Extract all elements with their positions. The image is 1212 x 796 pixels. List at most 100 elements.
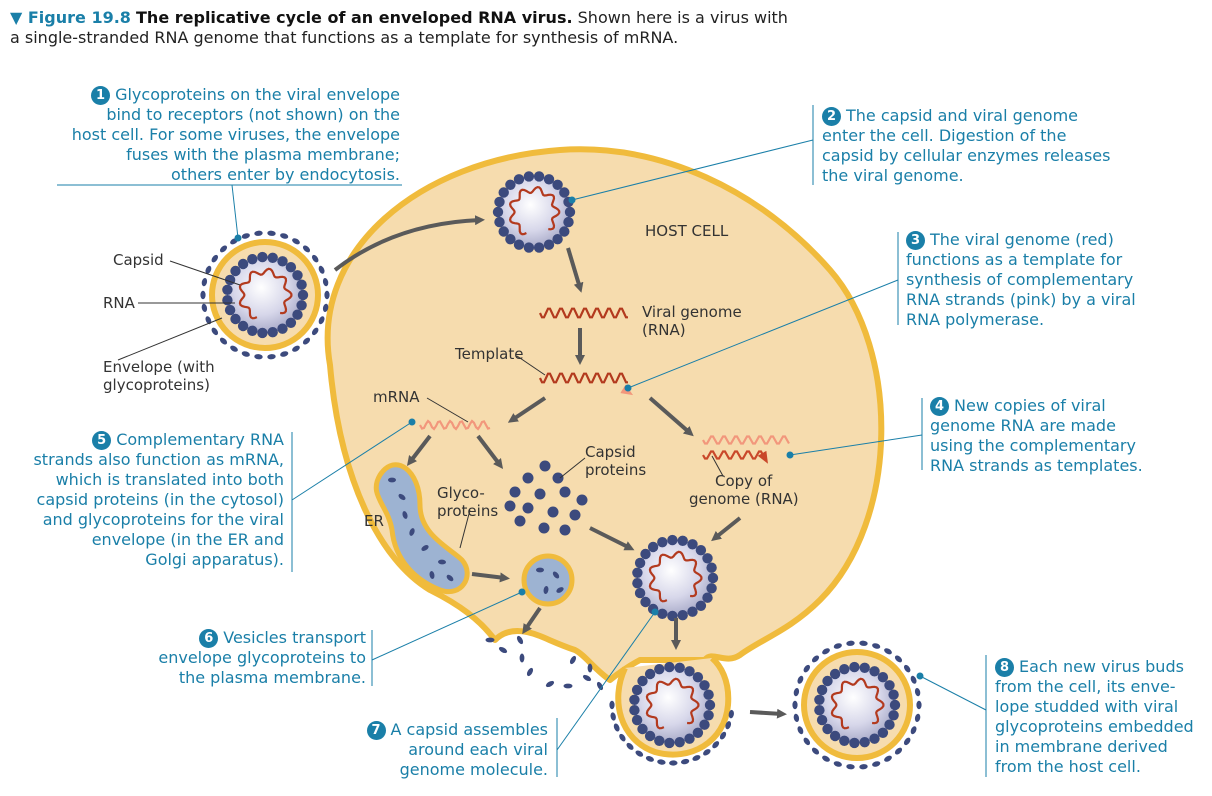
- capsomere: [869, 666, 880, 677]
- capsomere: [267, 327, 278, 338]
- figure-caption: ▼ Figure 19.8 The replicative cycle of a…: [10, 8, 1200, 48]
- capsomere: [498, 226, 509, 237]
- capsomere: [559, 187, 570, 198]
- membrane-glycoprotein: [582, 674, 592, 682]
- capsomere: [877, 727, 889, 738]
- capsomere: [523, 171, 535, 182]
- glycoprotein-spike: [302, 245, 311, 253]
- step-1-number: 1: [91, 86, 111, 105]
- entering-capsid: [492, 171, 576, 253]
- glycoprotein-spike: [200, 290, 206, 300]
- figure-caption-rest: Shown here is a virus with: [577, 8, 788, 27]
- capsomere: [552, 234, 563, 245]
- capsomere: [640, 548, 651, 560]
- glycoprotein-spike: [833, 643, 842, 649]
- entry-arrow: [333, 215, 485, 272]
- bud-glycoprotein: [703, 749, 711, 756]
- capsomere: [674, 662, 685, 673]
- capsomere: [702, 553, 713, 564]
- capsomere: [634, 587, 646, 599]
- glycoprotein-spike: [302, 337, 311, 345]
- capsid-protein: [576, 494, 588, 506]
- capsomere: [814, 694, 825, 705]
- envelope-label-line1: Envelope (with: [103, 358, 215, 376]
- capsomere: [849, 661, 860, 673]
- capsomere: [684, 733, 695, 744]
- capsomere: [222, 284, 233, 295]
- capsomere: [292, 309, 303, 320]
- glycoprotein-spike: [846, 764, 855, 770]
- bud-glycoprotein: [613, 723, 620, 732]
- glycoprotein-spike: [803, 664, 811, 673]
- glycoprotein-spike: [811, 655, 820, 663]
- capsomere: [884, 680, 895, 691]
- capsomere: [695, 600, 707, 611]
- glycoprotein-spike: [822, 755, 830, 762]
- glycoprotein-spike: [797, 675, 804, 684]
- arrow-proteins-to-assembly: [589, 526, 635, 551]
- capsid-core: [227, 257, 303, 333]
- arrow-to-capsid-proteins: [476, 434, 504, 469]
- capsid-core: [637, 540, 713, 616]
- capsomere: [702, 592, 713, 603]
- glycoprotein-spike: [894, 655, 903, 663]
- glycoprotein-spike: [280, 233, 289, 239]
- arrow-to-copy: [648, 396, 694, 437]
- capsomere: [533, 242, 545, 253]
- genome-copy-strand: [702, 450, 768, 464]
- glycoprotein-spike: [793, 687, 800, 697]
- capsomere: [684, 666, 695, 677]
- glycoprotein-spike: [894, 747, 903, 755]
- capsomere: [687, 606, 698, 617]
- glycoprotein-spike: [205, 316, 212, 325]
- pointer-lines: [57, 105, 987, 777]
- viral-genome-rna: [238, 267, 293, 320]
- capsomere: [859, 737, 870, 748]
- capsomere: [505, 179, 516, 190]
- glycoprotein-spike: [201, 303, 208, 313]
- capsid-label: Capsid: [113, 251, 164, 269]
- capsomere: [695, 545, 707, 556]
- arrow-vesicle-to-membrane: [522, 606, 542, 635]
- vesicle-glycoprotein: [543, 586, 549, 594]
- capsomere: [498, 187, 509, 198]
- capsomere: [505, 234, 516, 245]
- capsomere: [703, 689, 714, 700]
- membrane-glycoprotein: [545, 680, 555, 688]
- glycoprotein-spike: [859, 640, 868, 646]
- template-strand: [539, 372, 628, 384]
- vesicle-glycoprotein: [536, 567, 544, 573]
- arrow-to-mrna: [507, 396, 547, 423]
- step-6-number: 6: [199, 629, 219, 648]
- glycoprotein-spike: [833, 761, 842, 767]
- bud-glycoprotein: [626, 742, 634, 750]
- glycoprotein-spike: [241, 233, 250, 239]
- vesicle-glycoprotein: [556, 587, 564, 593]
- viral-genome-label-line1: Viral genome: [642, 303, 742, 321]
- membrane-glycoprotein: [526, 667, 534, 677]
- capsomere: [494, 196, 505, 208]
- mrna-strand: [419, 419, 491, 431]
- glycoprotein-spike: [211, 327, 219, 336]
- capsomere: [703, 710, 714, 721]
- capsomere: [277, 256, 288, 267]
- capsomere: [657, 608, 668, 619]
- capsomere: [552, 179, 563, 190]
- capsid-protein: [534, 488, 546, 500]
- capsomere: [692, 672, 704, 683]
- bud-glycoprotein: [680, 758, 690, 765]
- viral-genome-rna: [648, 550, 703, 603]
- er-glycoprotein: [446, 574, 454, 582]
- er-glycoprotein: [421, 545, 429, 551]
- arrow-to-genome: [566, 247, 584, 293]
- capsomere: [644, 730, 656, 742]
- arrow-to-er: [406, 434, 432, 466]
- capsomere: [634, 557, 646, 569]
- capsomere: [237, 258, 249, 270]
- vesicle-glycoprotein: [552, 571, 560, 579]
- capsomere: [654, 664, 665, 675]
- er-glycoprotein: [398, 493, 406, 501]
